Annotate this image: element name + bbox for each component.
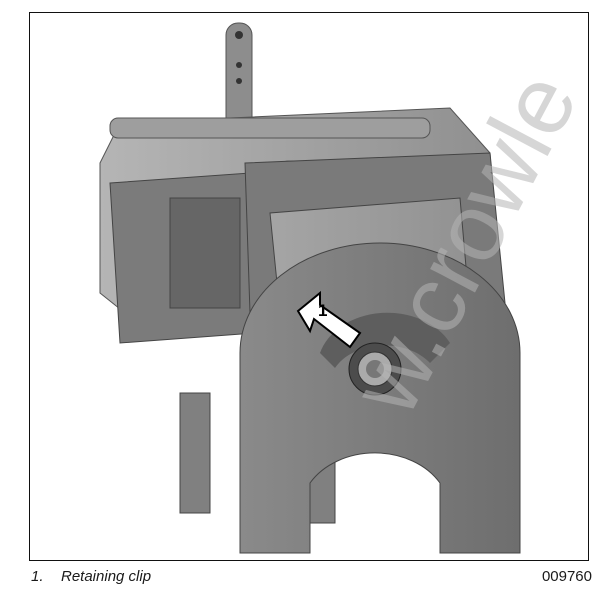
callout-1: 1 [318, 301, 328, 320]
caption-number: 1. [31, 568, 44, 585]
caption-text: Retaining clip [61, 568, 152, 585]
steering-bracket-drawing [99, 22, 521, 554]
figure-illustration: 1 [29, 12, 589, 561]
swivel-disc [239, 242, 521, 554]
figure-caption: 1. Retaining clip [31, 568, 151, 585]
lower-leg-left [179, 392, 211, 514]
retaining-clip [348, 342, 402, 396]
callout-arrow-icon [296, 290, 362, 349]
figure-id: 009760 [541, 568, 592, 585]
